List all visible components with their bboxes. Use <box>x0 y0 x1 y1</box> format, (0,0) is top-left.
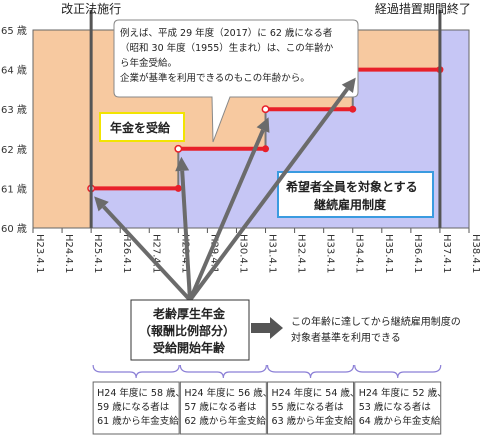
y-tick-label: 64 歳 <box>1 65 27 77</box>
x-tick-label: H31.4.1 <box>267 234 278 273</box>
callout-bubble <box>113 19 359 143</box>
cohort-note-box <box>179 381 267 435</box>
arrow-head-icon <box>94 196 109 212</box>
cohort-note-line: H24 年度に 52 歳、 <box>359 387 447 399</box>
pointer-arrow-shaft <box>188 129 265 301</box>
cohort-brace <box>266 364 355 379</box>
cohort-note-line: 55 歳になる者は <box>272 401 345 413</box>
y-tick-label: 60 歳 <box>1 223 27 235</box>
axis-ticks: 60 歳 61 歳 62 歳 63 歳 64 歳 65 歳 H23.4.1 H24.4.1 H2… <box>1 25 481 273</box>
pension-label-box <box>99 112 185 142</box>
pension-label-text: 年金を受給 <box>110 120 171 135</box>
pension-box-line-3: 受給開始年齢 <box>153 340 226 355</box>
marker-label: 経過措置期間終了 <box>375 1 471 16</box>
cohort-note-box <box>267 381 355 435</box>
pension-start-box-frame <box>130 299 250 361</box>
pointer-arrow-shaft <box>188 87 349 302</box>
x-tick-label: H26.4.1 <box>121 234 132 273</box>
cohort-note-line: H24 年度に 58 歳、 <box>97 387 185 399</box>
x-tick-label: H37.4.1 <box>441 234 452 273</box>
pension-label: 年金を受給 <box>99 112 185 142</box>
step-open-point <box>261 105 270 114</box>
x-tick-label: H33.4.1 <box>325 234 336 273</box>
employment-label-box <box>277 171 434 218</box>
x-tick-label: H25.4.1 <box>92 234 103 273</box>
arrow-head-icon <box>256 117 270 133</box>
employment-label-line-2: 継続雇用制度 <box>314 197 387 212</box>
cohort-note-line: 64 歳から年金支給 <box>359 415 441 427</box>
cohort-note-line: H24 年度に 54 歳、 <box>272 387 360 399</box>
cohort-note-box <box>354 381 442 435</box>
pointer-arrows <box>94 77 356 302</box>
pension-box-line-1: 老齢厚生年金 <box>153 306 226 321</box>
x-tick-label: H35.4.1 <box>383 234 394 273</box>
arrow-head-icon <box>341 77 356 94</box>
cohort-note-line: 53 歳になる者は <box>359 401 432 413</box>
cohort-note-line: 57 歳になる者は <box>184 401 257 413</box>
cohort-brace <box>354 364 442 379</box>
step-closed-point <box>349 105 357 113</box>
x-tick-label: H34.4.1 <box>354 234 365 273</box>
y-tick-label: 63 歳 <box>1 104 27 116</box>
cohort-brace <box>179 364 267 379</box>
pension-box-line-2: （報酬比例部分） <box>139 323 235 338</box>
vertical-markers: 改正法施行 経過措置期間終了 <box>61 1 471 228</box>
step-closed-point <box>174 184 182 192</box>
cohort-brace <box>92 364 180 379</box>
y-tick-label: 62 歳 <box>1 144 27 156</box>
x-tick-label: H28.4.1 <box>179 234 190 273</box>
callout-line-4: 企業が基準を利用できるのもこの年齢から。 <box>120 72 310 84</box>
cohort-note-line: H24 年度に 56 歳、 <box>184 387 272 399</box>
employment-label-line-1: 希望者全員を対象とする <box>285 179 418 194</box>
example-callout: 例えば、平成 29 年度（2017）に 62 歳になる者 （昭和 30 年度（1… <box>113 19 359 143</box>
pension-start-box: 老齢厚生年金 （報酬比例部分） 受給開始年齢 <box>130 299 250 361</box>
step-open-point <box>174 144 183 153</box>
y-tick-label: 65 歳 <box>1 25 27 37</box>
marker-label: 改正法施行 <box>61 2 121 16</box>
x-tick-label: H32.4.1 <box>296 234 307 273</box>
pointer-arrow-shaft <box>102 205 192 302</box>
pointer-arrow-shaft <box>180 170 192 301</box>
callout-line-2: （昭和 30 年度（1955）生まれ）は、この年齢か <box>120 42 334 54</box>
x-tick-label: H38.4.1 <box>470 234 481 273</box>
y-tick-label: 61 歳 <box>1 183 27 195</box>
arrow-head-icon <box>175 156 190 172</box>
x-tick-label: H30.4.1 <box>237 234 248 273</box>
cohort-note-line: 61 歳から年金支給 <box>97 415 179 427</box>
x-tick-label: H24.4.1 <box>63 234 74 273</box>
x-tick-label: H23.4.1 <box>34 234 45 273</box>
criteria-note-line-2: 対象者基準を利用できる <box>291 331 401 344</box>
cohort-notes: H24 年度に 58 歳、 59 歳になる者は 61 歳から年金支給 H24 年度に … <box>92 364 447 435</box>
callout-line-1: 例えば、平成 29 年度（2017）に 62 歳になる者 <box>120 27 332 39</box>
x-tick-label: H36.4.1 <box>412 234 423 273</box>
x-tick-label: H27.4.1 <box>150 234 161 273</box>
right-arrow-icon <box>251 317 283 339</box>
employment-label: 希望者全員を対象とする 継続雇用制度 <box>277 171 434 218</box>
cohort-note-line: 62 歳から年金支給 <box>184 415 266 427</box>
step-closed-point <box>262 145 270 153</box>
callout-line-3: ら年金受給。 <box>120 57 177 69</box>
criteria-note: この年齢に達してから継続雇用制度の 対象者基準を利用できる <box>251 315 461 344</box>
cohort-note-line: 59 歳になる者は <box>97 401 170 413</box>
x-tick-label: H29.4.1 <box>208 234 219 273</box>
criteria-note-line-1: この年齢に達してから継続雇用制度の <box>291 315 461 328</box>
cohort-note-line: 63 歳から年金支給 <box>272 415 354 427</box>
cohort-note-box <box>92 381 180 435</box>
